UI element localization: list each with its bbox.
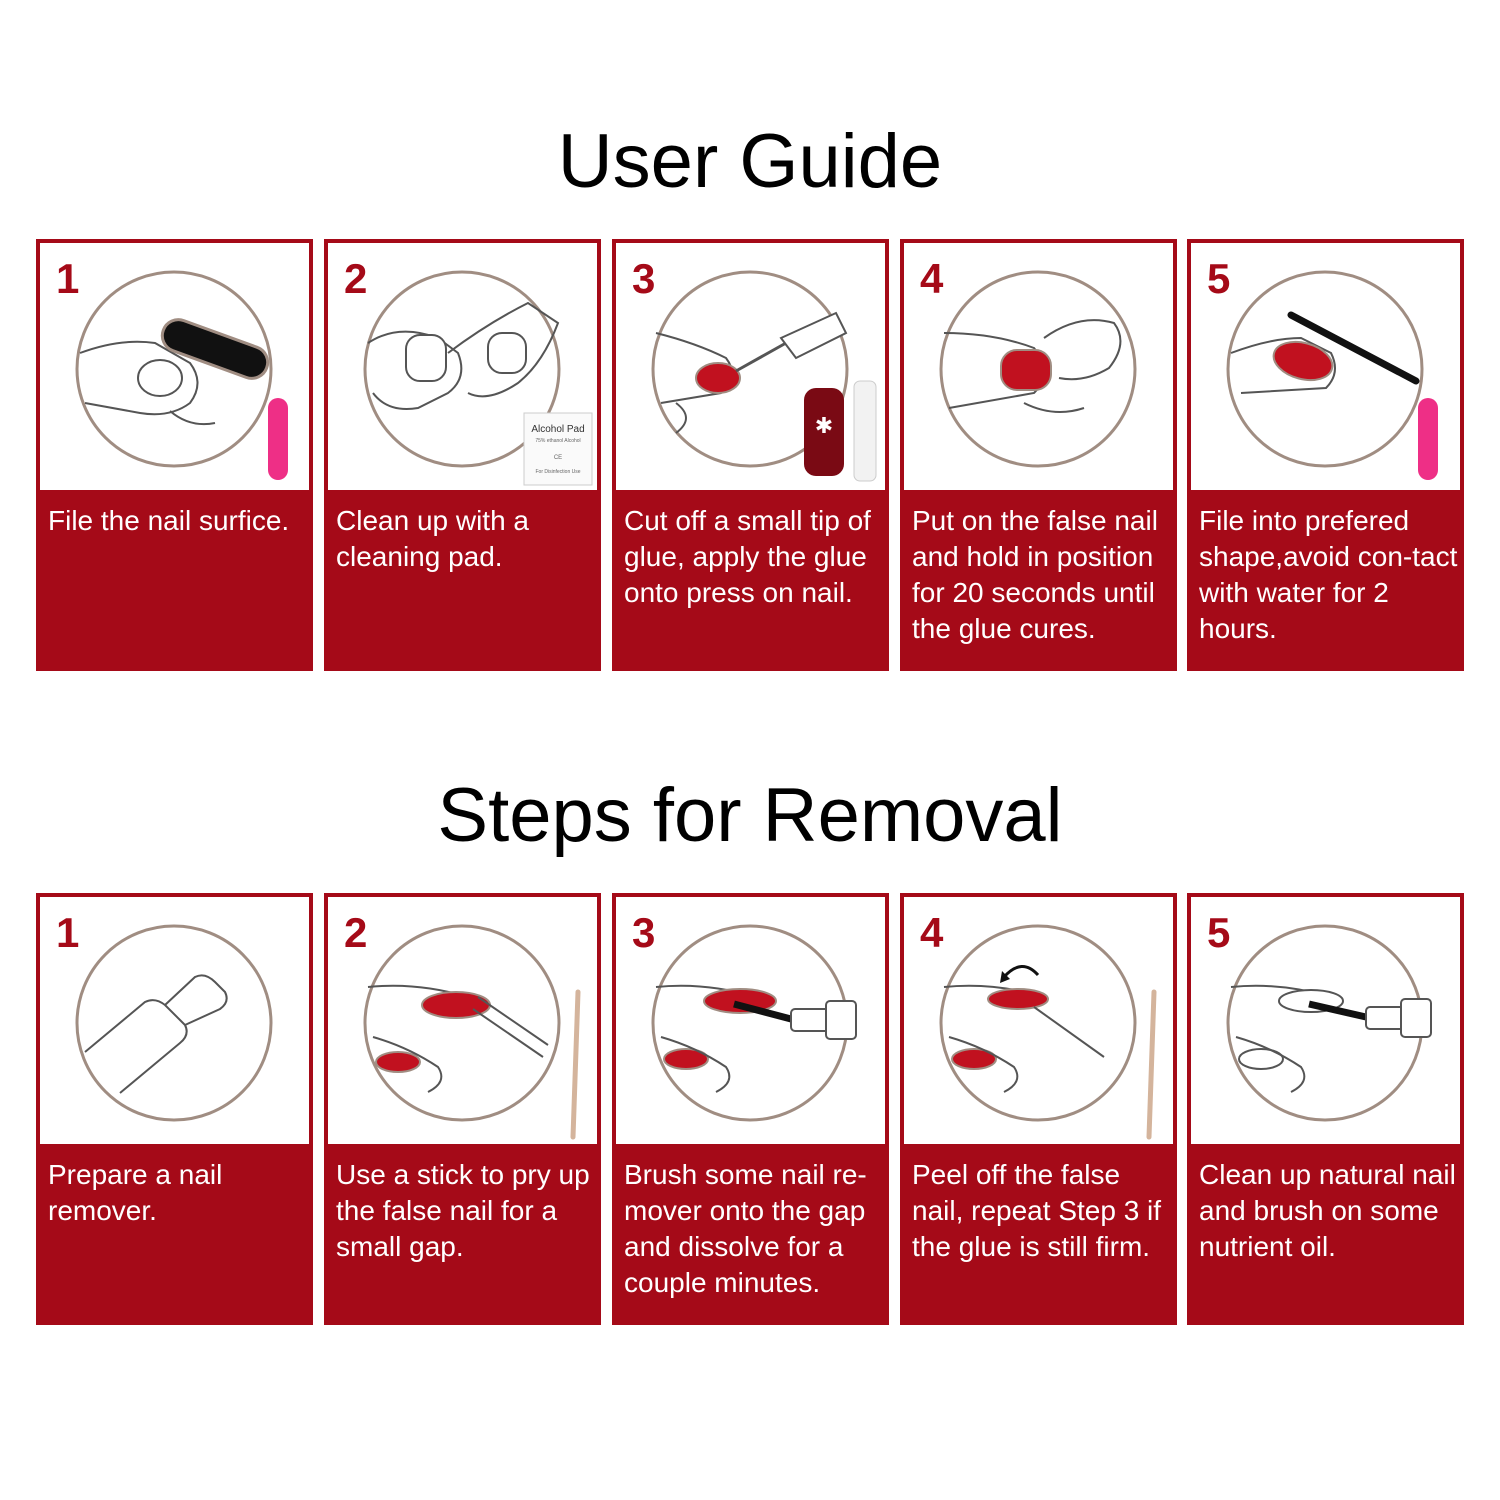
peel-arrow-icon (1002, 965, 1040, 979)
glue-bottle-icon (853, 380, 877, 482)
svg-text:75% ethanol Alcohol: 75% ethanol Alcohol (535, 438, 580, 444)
removal-step-5-illustration: 5 (1191, 897, 1460, 1144)
nail-file-icon (1287, 311, 1420, 385)
nail-file-icon (160, 318, 270, 380)
guide-step-1: 1 File the nail surfice. (36, 239, 313, 671)
step-caption: Peel off the false nail, repeat Step 3 i… (912, 1159, 1162, 1262)
guide-step-2-illustration: Alcohol Pad 75% ethanol Alcohol CE For D… (328, 243, 597, 490)
step-number: 1 (56, 255, 80, 302)
oil-brush-icon (1308, 1000, 1367, 1021)
svg-text:Alcohol Pad: Alcohol Pad (531, 424, 584, 435)
user-guide-title: User Guide (557, 119, 943, 204)
clean-nail-illustration: Alcohol Pad 75% ethanol Alcohol CE For D… (363, 270, 593, 486)
step-caption: File into prefered shape,avoid con-tact … (1199, 505, 1458, 644)
guide-step-5-illustration: 5 (1191, 243, 1460, 490)
step-number: 3 (632, 255, 656, 302)
buffer-icon (268, 398, 288, 480)
removal-step-3: 3 Brush some nail re-mover onto the gap … (612, 893, 889, 1325)
user-guide-steps: 1 File the nail surfice. Alcohol Pad 75%… (36, 239, 1464, 671)
svg-text:CE: CE (554, 455, 562, 461)
svg-text:✱: ✱ (815, 413, 833, 438)
pry-nail-illustration (363, 924, 581, 1140)
step-caption: Clean up with a cleaning pad. (336, 505, 530, 572)
removal-steps: 1 Prepare a nail remover. 2 Use a stick … (36, 893, 1464, 1325)
removal-step-2: 2 Use a stick to pry up the false nail f… (324, 893, 601, 1325)
removal-step-1: 1 Prepare a nail remover. (36, 893, 313, 1325)
guide-step-4: 4 Put on the false nail and hold in posi… (900, 239, 1177, 671)
svg-text:For Disinfection Use: For Disinfection Use (535, 469, 580, 475)
step-caption: Clean up natural nail and brush on some … (1199, 1159, 1456, 1262)
guide-step-3-illustration: ✱ 3 (616, 243, 885, 490)
step-caption: Prepare a nail remover. (48, 1159, 223, 1226)
step-caption: Put on the false nail and hold in positi… (912, 505, 1158, 644)
removal-step-4-illustration: 4 (904, 897, 1173, 1144)
removal-title: Steps for Removal (437, 773, 1063, 858)
buffer-icon (1418, 398, 1438, 480)
step-caption: Brush some nail re-mover onto the gap an… (624, 1159, 867, 1298)
peel-nail-illustration (939, 924, 1157, 1140)
brush-remover-illustration (651, 924, 857, 1122)
step-caption: File the nail surfice. (48, 505, 290, 536)
removal-step-3-illustration: 3 (616, 897, 885, 1144)
brush-icon (733, 1000, 792, 1023)
step-number: 4 (920, 255, 944, 302)
guide-step-3: ✱ 3 Cut off a small tip of glue, apply t… (612, 239, 889, 671)
step-number: 5 (1207, 909, 1231, 956)
guide-step-1-illustration: 1 (40, 243, 309, 490)
step-number: 1 (56, 909, 80, 956)
remover-bottle-icon (84, 999, 188, 1094)
removal-step-5: 5 Clean up natural nail and brush on som… (1187, 893, 1464, 1325)
step-number: 2 (344, 909, 368, 956)
cuticle-stick-icon (570, 989, 581, 1140)
remover-bottle-illustration (75, 924, 273, 1122)
cuticle-stick-icon (1146, 989, 1157, 1140)
removal-step-1-illustration: 1 (40, 897, 309, 1144)
step-caption: Use a stick to pry up the false nail for… (336, 1159, 590, 1262)
step-caption: Cut off a small tip of glue, apply the g… (624, 505, 871, 608)
oil-nail-illustration (1226, 924, 1432, 1122)
step-number: 2 (344, 255, 368, 302)
step-number: 3 (632, 909, 656, 956)
apply-glue-illustration: ✱ (651, 270, 877, 482)
guide-step-2: Alcohol Pad 75% ethanol Alcohol CE For D… (324, 239, 601, 671)
alcohol-pad-icon (523, 412, 593, 486)
guide-step-5: 5 File into prefered shape,avoid con-tac… (1187, 239, 1464, 671)
file-nail-illustration (75, 270, 288, 480)
press-on-nail-icon (804, 388, 844, 476)
glue-tube-icon (779, 311, 848, 360)
step-number: 4 (920, 909, 944, 956)
removal-step-2-illustration: 2 (328, 897, 597, 1144)
shape-nail-illustration (1226, 270, 1438, 480)
removal-step-4: 4 Peel off the false nail, repeat Step 3… (900, 893, 1177, 1325)
guide-step-4-illustration: 4 (904, 243, 1173, 490)
step-number: 5 (1207, 255, 1231, 302)
press-nail-illustration (939, 270, 1137, 468)
